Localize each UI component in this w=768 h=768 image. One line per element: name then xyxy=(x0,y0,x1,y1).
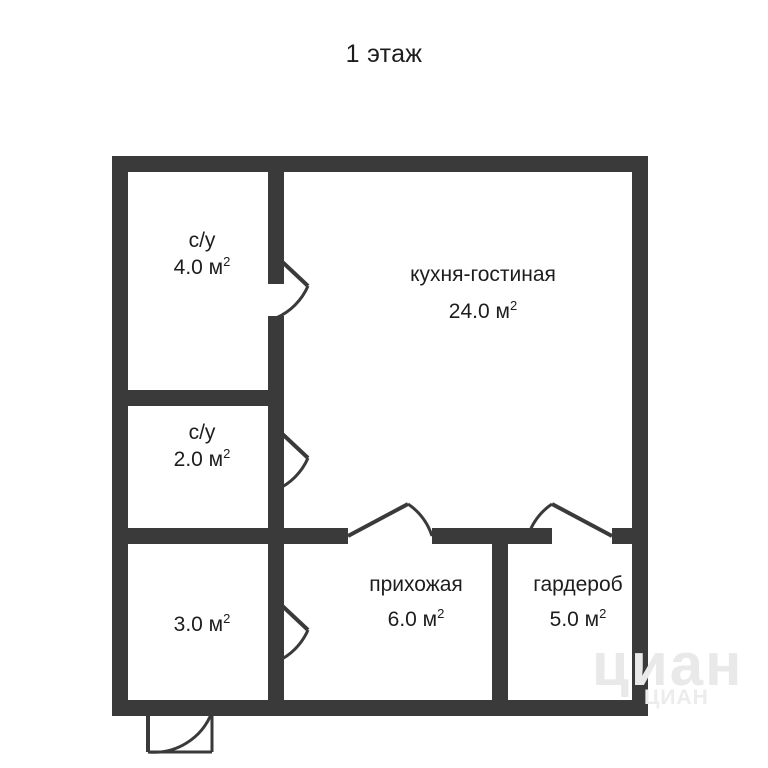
door-room-3 xyxy=(274,598,310,664)
room-label: гардероб 5.0 м2 xyxy=(508,572,648,634)
room-area: 24.0 м2 xyxy=(448,297,518,323)
door-wardrobe xyxy=(526,502,613,538)
room-area: 3.0 м2 xyxy=(173,611,231,636)
room-label: с/у 4.0 м2 xyxy=(128,228,276,282)
room-label: 3.0 м2 xyxy=(128,612,276,639)
interior-walls xyxy=(112,156,648,700)
room-area: 6.0 м2 xyxy=(387,605,445,631)
door-bath-lower xyxy=(274,426,310,492)
page-title: 1 этаж xyxy=(345,40,423,68)
room-name: кухня-гостиная xyxy=(410,263,556,286)
room-area: 4.0 м2 xyxy=(173,253,231,279)
room-label: с/у 2.0 м2 xyxy=(128,420,276,474)
room-label: кухня-гостиная 24.0 м2 xyxy=(356,262,610,326)
room-name: с/у xyxy=(188,229,216,252)
room-name: с/у xyxy=(188,421,216,444)
room-label: прихожая 6.0 м2 xyxy=(326,572,506,634)
room-name: гардероб xyxy=(533,573,623,596)
room-name: прихожая xyxy=(369,573,463,596)
outer-walls xyxy=(112,156,648,716)
doors xyxy=(146,254,613,754)
door-bath-upper xyxy=(274,254,310,320)
room-area: 2.0 м2 xyxy=(173,445,231,471)
door-entrance xyxy=(146,708,214,754)
door-hallway-kitchen xyxy=(347,502,434,538)
room-area: 5.0 м2 xyxy=(549,605,607,631)
